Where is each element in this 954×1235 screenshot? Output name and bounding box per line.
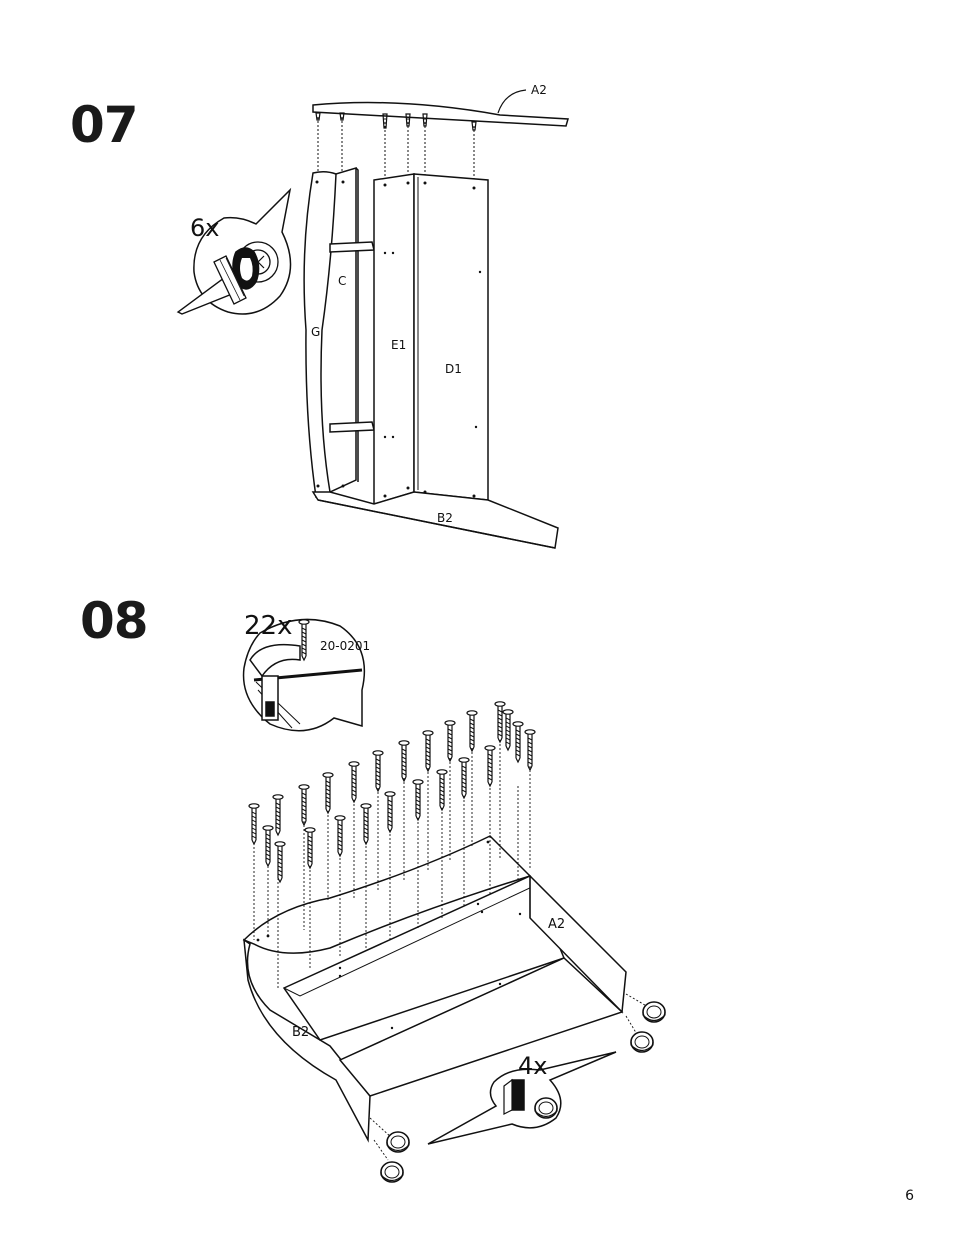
glide-icon (535, 1098, 557, 1118)
glide-icon (387, 1132, 409, 1152)
screw-icon (423, 731, 433, 771)
glide-icon (643, 1002, 665, 1022)
screw-icon (413, 780, 423, 820)
screw-icon (373, 751, 383, 791)
screw-icon (249, 804, 259, 844)
screw-icon (459, 758, 469, 798)
screw-icon (361, 804, 371, 844)
screw-icon (437, 770, 447, 810)
part-code: 20-0201 (320, 639, 370, 653)
screw-icon (503, 710, 513, 750)
screw-icon (485, 746, 495, 786)
screw-icon (305, 828, 315, 868)
label-g: G (311, 325, 320, 339)
glide-icon (381, 1162, 403, 1182)
label-d1: D1 (445, 362, 462, 376)
label-b2-step07: B2 (437, 511, 453, 525)
screw-icon (385, 792, 395, 832)
screw-icon (445, 721, 455, 761)
screw-icon (495, 702, 505, 742)
page-number: 6 (905, 1188, 914, 1204)
screw-icon (335, 816, 345, 856)
glide-icon (631, 1032, 653, 1052)
callout-qty-6x: 6x (190, 214, 219, 242)
label-b2-step08: B2 (292, 1025, 309, 1040)
screw-icon (467, 711, 477, 751)
screw-icon (525, 730, 535, 770)
screw-icon (349, 762, 359, 802)
screw-icon (275, 842, 285, 882)
callout-qty-22x: 22x (244, 611, 292, 641)
label-e1: E1 (391, 338, 406, 352)
label-a2-step08: A2 (548, 917, 565, 932)
label-a2-step07: A2 (531, 83, 547, 97)
screw-icon (323, 773, 333, 813)
screw-icon (399, 741, 409, 781)
step-07-diagram (178, 90, 568, 548)
step-08-diagram (244, 619, 650, 1160)
screw-icon (513, 722, 523, 762)
screw-icon (263, 826, 273, 866)
label-c: C (338, 274, 346, 288)
screw-icon (273, 795, 283, 835)
callout-qty-4x: 4x (518, 1052, 547, 1080)
screw-icon (299, 785, 309, 825)
